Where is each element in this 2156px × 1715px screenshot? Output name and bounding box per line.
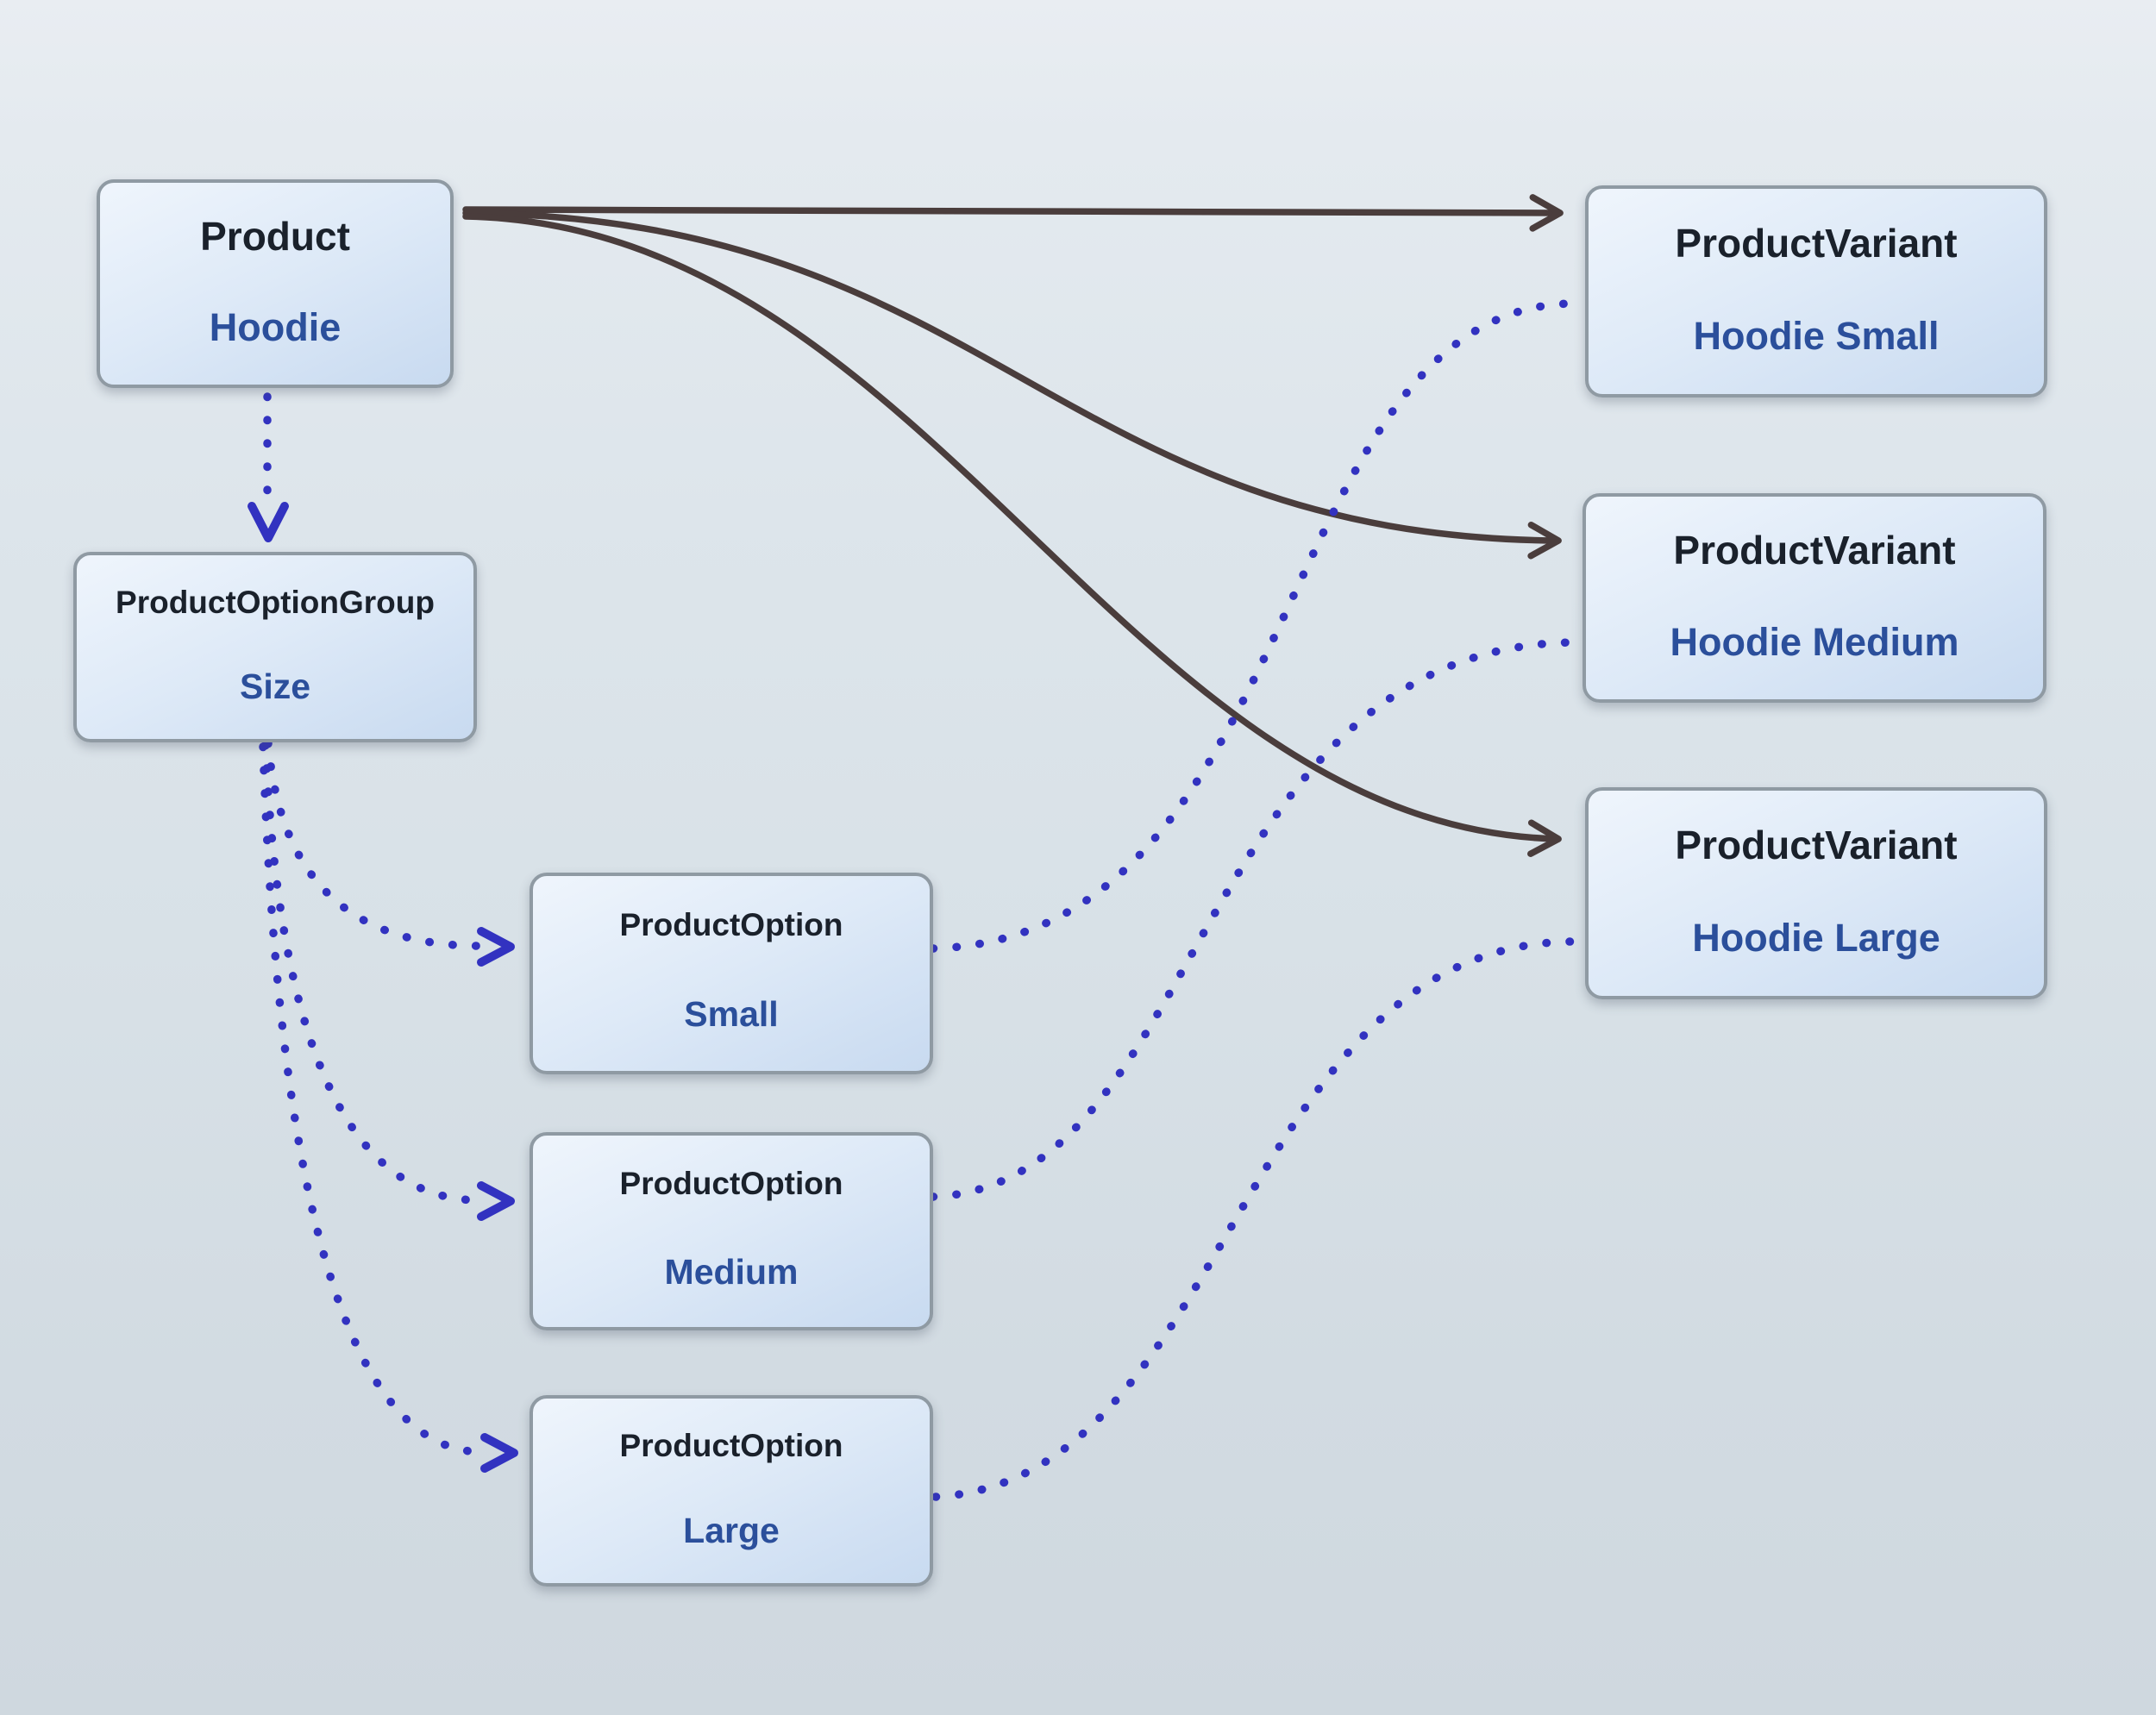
node-option-group: ProductOptionGroup Size <box>73 552 477 742</box>
node-option-small: ProductOption Small <box>530 873 933 1074</box>
node-product: Product Hoodie <box>97 179 454 388</box>
edge-optiongroup-to-small <box>264 739 484 950</box>
node-variant-small-value: Hoodie Small <box>1693 313 1940 358</box>
node-option-medium-type: ProductOption <box>619 1166 843 1202</box>
edge-product-to-variant-small <box>462 194 1564 232</box>
edge-product-to-variant-large <box>462 213 1562 857</box>
node-variant-large-value: Hoodie Large <box>1692 915 1940 960</box>
node-variant-small: ProductVariant Hoodie Small <box>1585 185 2047 397</box>
node-option-group-type: ProductOptionGroup <box>116 584 435 620</box>
node-variant-small-type: ProductVariant <box>1675 220 1958 266</box>
edge-product-to-variant-medium <box>462 210 1562 560</box>
arrowhead-option-medium-icon <box>477 1181 515 1221</box>
node-variant-medium: ProductVariant Hoodie Medium <box>1583 493 2046 703</box>
edge-option-small-to-variant-small <box>929 299 1576 953</box>
edge-optiongroup-to-large <box>259 742 487 1456</box>
edge-option-medium-to-variant-medium <box>929 638 1576 1201</box>
node-variant-large-type: ProductVariant <box>1675 822 1958 867</box>
node-option-large-type: ProductOption <box>619 1427 843 1463</box>
node-option-large-value: Large <box>683 1510 780 1550</box>
node-option-medium-value: Medium <box>664 1251 799 1292</box>
arrowhead-option-large-icon <box>480 1433 518 1473</box>
node-product-value: Hoodie <box>209 305 342 350</box>
node-variant-medium-value: Hoodie Medium <box>1670 619 1959 664</box>
edge-option-large-to-variant-large <box>931 937 1576 1501</box>
node-option-group-value: Size <box>239 667 311 707</box>
arrowhead-option-small-icon <box>477 927 515 967</box>
arrowhead-optiongroup-icon <box>248 502 289 542</box>
node-product-type: Product <box>200 214 350 260</box>
node-option-large: ProductOption Large <box>530 1395 933 1587</box>
edge-optiongroup-to-medium <box>261 741 484 1205</box>
node-option-medium: ProductOption Medium <box>530 1132 933 1330</box>
node-variant-large: ProductVariant Hoodie Large <box>1585 787 2047 999</box>
node-variant-medium-type: ProductVariant <box>1673 528 1956 573</box>
node-option-small-type: ProductOption <box>619 906 843 942</box>
node-option-small-value: Small <box>684 994 779 1035</box>
